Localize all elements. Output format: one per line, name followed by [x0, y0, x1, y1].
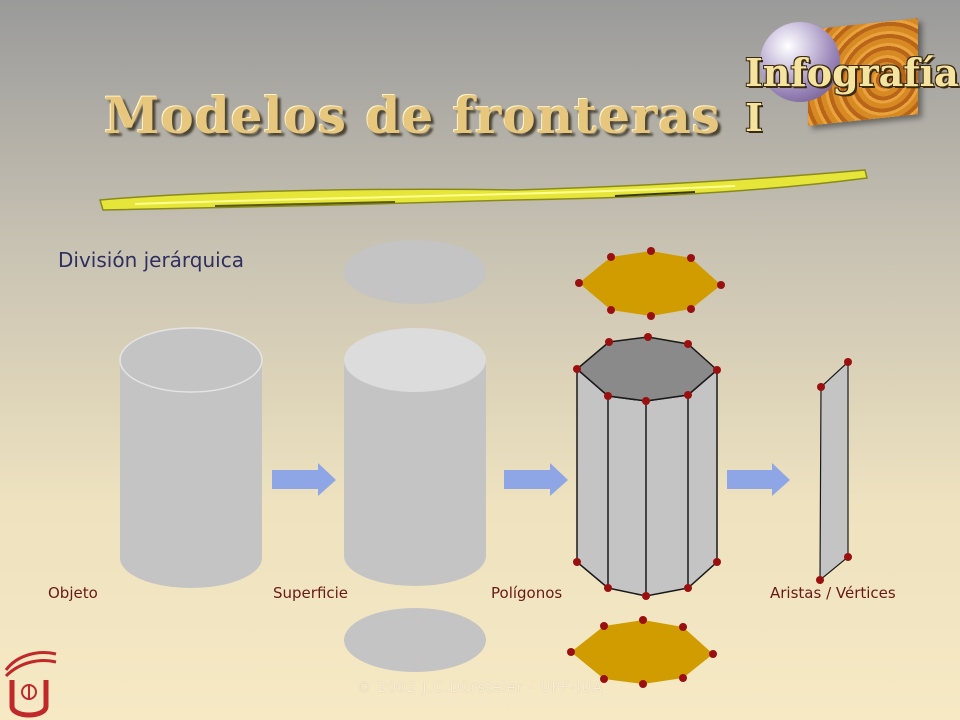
stage-label-aristas: Aristas / Vértices — [770, 584, 896, 602]
arrow-3 — [727, 463, 790, 496]
infografia-logo: Infografía I — [745, 18, 959, 140]
polygon-bottom-cap — [567, 616, 717, 688]
edge-vertex-face — [816, 358, 852, 584]
object-cylinder — [119, 327, 263, 588]
stage-label-objeto: Objeto — [48, 584, 98, 602]
subtitle: División jerárquica — [58, 248, 244, 272]
arrow-2 — [504, 463, 568, 496]
polygon-prism — [573, 333, 721, 600]
surface-cylinder — [344, 240, 486, 672]
upf-logo-icon — [4, 651, 57, 718]
logo-text: Infografía I — [745, 50, 959, 140]
page-title: Modelos de fronteras — [104, 86, 721, 145]
footer-copyright: © 2002 J.C.Dürsteler - UPF-IUA — [356, 680, 604, 696]
polygon-top-cap — [575, 247, 725, 320]
sphere-icon — [760, 22, 840, 102]
yellow-brush-stroke — [99, 169, 868, 211]
arrow-1 — [272, 463, 336, 496]
stage-label-poligonos: Polígonos — [491, 584, 563, 602]
stage-label-superficie: Superficie — [273, 584, 349, 602]
